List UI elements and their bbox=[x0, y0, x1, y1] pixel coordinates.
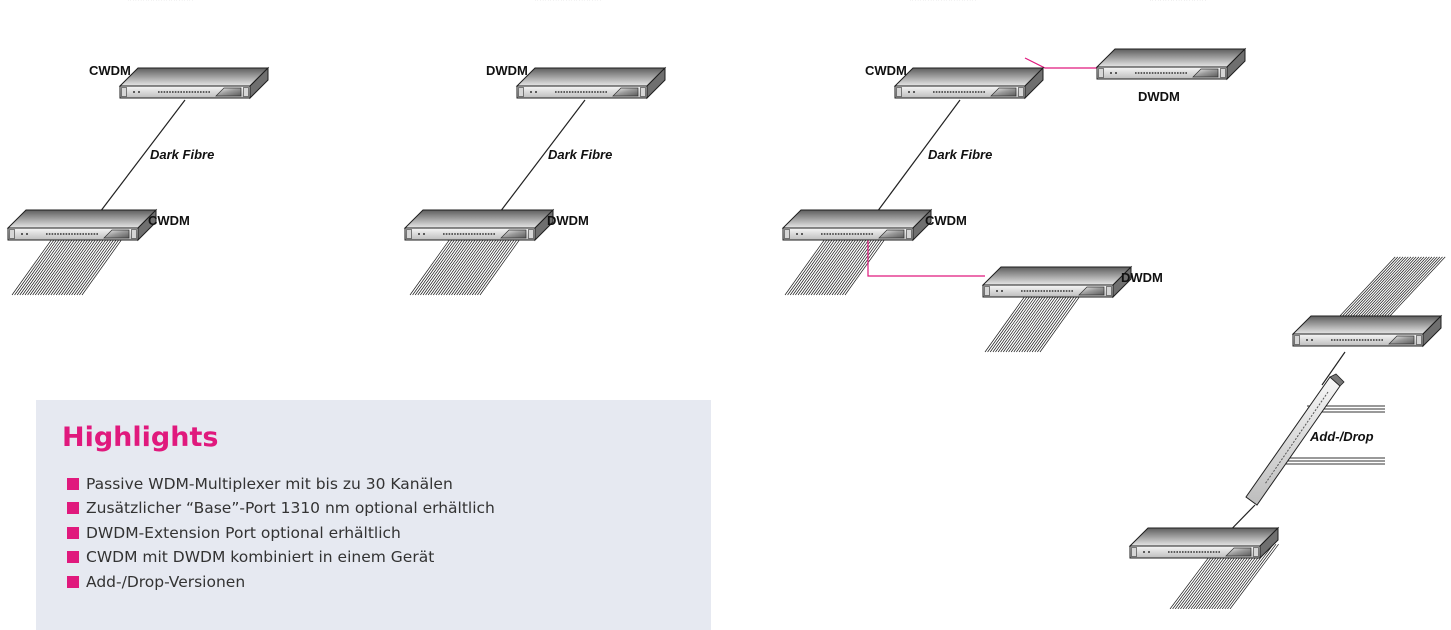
device-s2-dwdm-bottom bbox=[403, 208, 555, 242]
label-s1-top: CWDM bbox=[89, 63, 131, 78]
dwdm-extension-link-top bbox=[1024, 57, 1100, 69]
device-s4-bottom bbox=[1128, 526, 1280, 560]
device-s2-dwdm-top bbox=[515, 66, 667, 100]
bullet-square-icon bbox=[67, 526, 79, 539]
adddrop-module bbox=[1245, 373, 1345, 506]
list-item: Add-/Drop-Versionen bbox=[67, 570, 495, 594]
list-item-text: CWDM mit DWDM kombiniert in einem Gerät bbox=[86, 548, 435, 567]
list-item: Zusätzlicher “Base”-Port 1310 nm optiona… bbox=[67, 496, 495, 520]
list-item-text: Zusätzlicher “Base”-Port 1310 nm optiona… bbox=[86, 499, 495, 518]
label-s2-bottom: DWDM bbox=[547, 213, 589, 228]
bullet-square-icon bbox=[67, 551, 79, 564]
highlights-panel bbox=[36, 400, 711, 630]
label-s3-bottom-ext: DWDM bbox=[1121, 270, 1163, 285]
adddrop-link-upper bbox=[1321, 351, 1346, 386]
label-s3-link: Dark Fibre bbox=[928, 147, 992, 162]
dwdm-extension-link-bottom bbox=[867, 238, 985, 277]
device-s1-cwdm-bottom bbox=[6, 208, 158, 242]
device-s3-cwdm-top bbox=[893, 66, 1045, 100]
device-s3-cwdm-bottom bbox=[781, 208, 933, 242]
label-s1-bottom: CWDM bbox=[148, 213, 190, 228]
dark-fibre-link-s3 bbox=[876, 99, 961, 213]
bullet-square-icon bbox=[67, 478, 79, 490]
bullet-square-icon bbox=[67, 502, 79, 515]
highlights-list: Passive WDM-Multiplexer mit bis zu 30 Ka… bbox=[67, 472, 495, 594]
label-s2-link: Dark Fibre bbox=[548, 147, 612, 162]
device-s4-top bbox=[1291, 314, 1443, 348]
label-s3-bottom: CWDM bbox=[925, 213, 967, 228]
highlights-title: Highlights bbox=[62, 422, 219, 453]
label-s2-top: DWDM bbox=[486, 63, 528, 78]
device-s1-cwdm-top bbox=[118, 66, 270, 100]
label-s3-top: CWDM bbox=[865, 63, 907, 78]
device-s3-dwdm-bottom-ext bbox=[981, 265, 1133, 299]
list-item-text: DWDM-Extension Port optional erhältlich bbox=[86, 523, 401, 542]
list-item: Passive WDM-Multiplexer mit bis zu 30 Ka… bbox=[67, 472, 495, 496]
list-item: DWDM-Extension Port optional erhältlich bbox=[67, 521, 495, 545]
dark-fibre-link-s2 bbox=[499, 99, 586, 213]
label-s3-top-ext: DWDM bbox=[1138, 89, 1180, 104]
list-item: CWDM mit DWDM kombiniert in einem Gerät bbox=[67, 545, 495, 569]
label-adddrop: Add-/Drop bbox=[1309, 429, 1374, 444]
wdm-topology-diagram: CWDM Dark Fibre CWDM DWDM Dark Fibre DWD… bbox=[6, 0, 1446, 609]
fibre-bundle-s4-top bbox=[1337, 256, 1446, 319]
label-s1-link: Dark Fibre bbox=[150, 147, 214, 162]
bullet-square-icon bbox=[67, 575, 79, 588]
dark-fibre-link-s1 bbox=[99, 99, 186, 213]
device-s3-dwdm-top-ext bbox=[1095, 47, 1247, 81]
list-item-text: Passive WDM-Multiplexer mit bis zu 30 Ka… bbox=[86, 475, 453, 493]
list-item-text: Add-/Drop-Versionen bbox=[86, 572, 246, 591]
